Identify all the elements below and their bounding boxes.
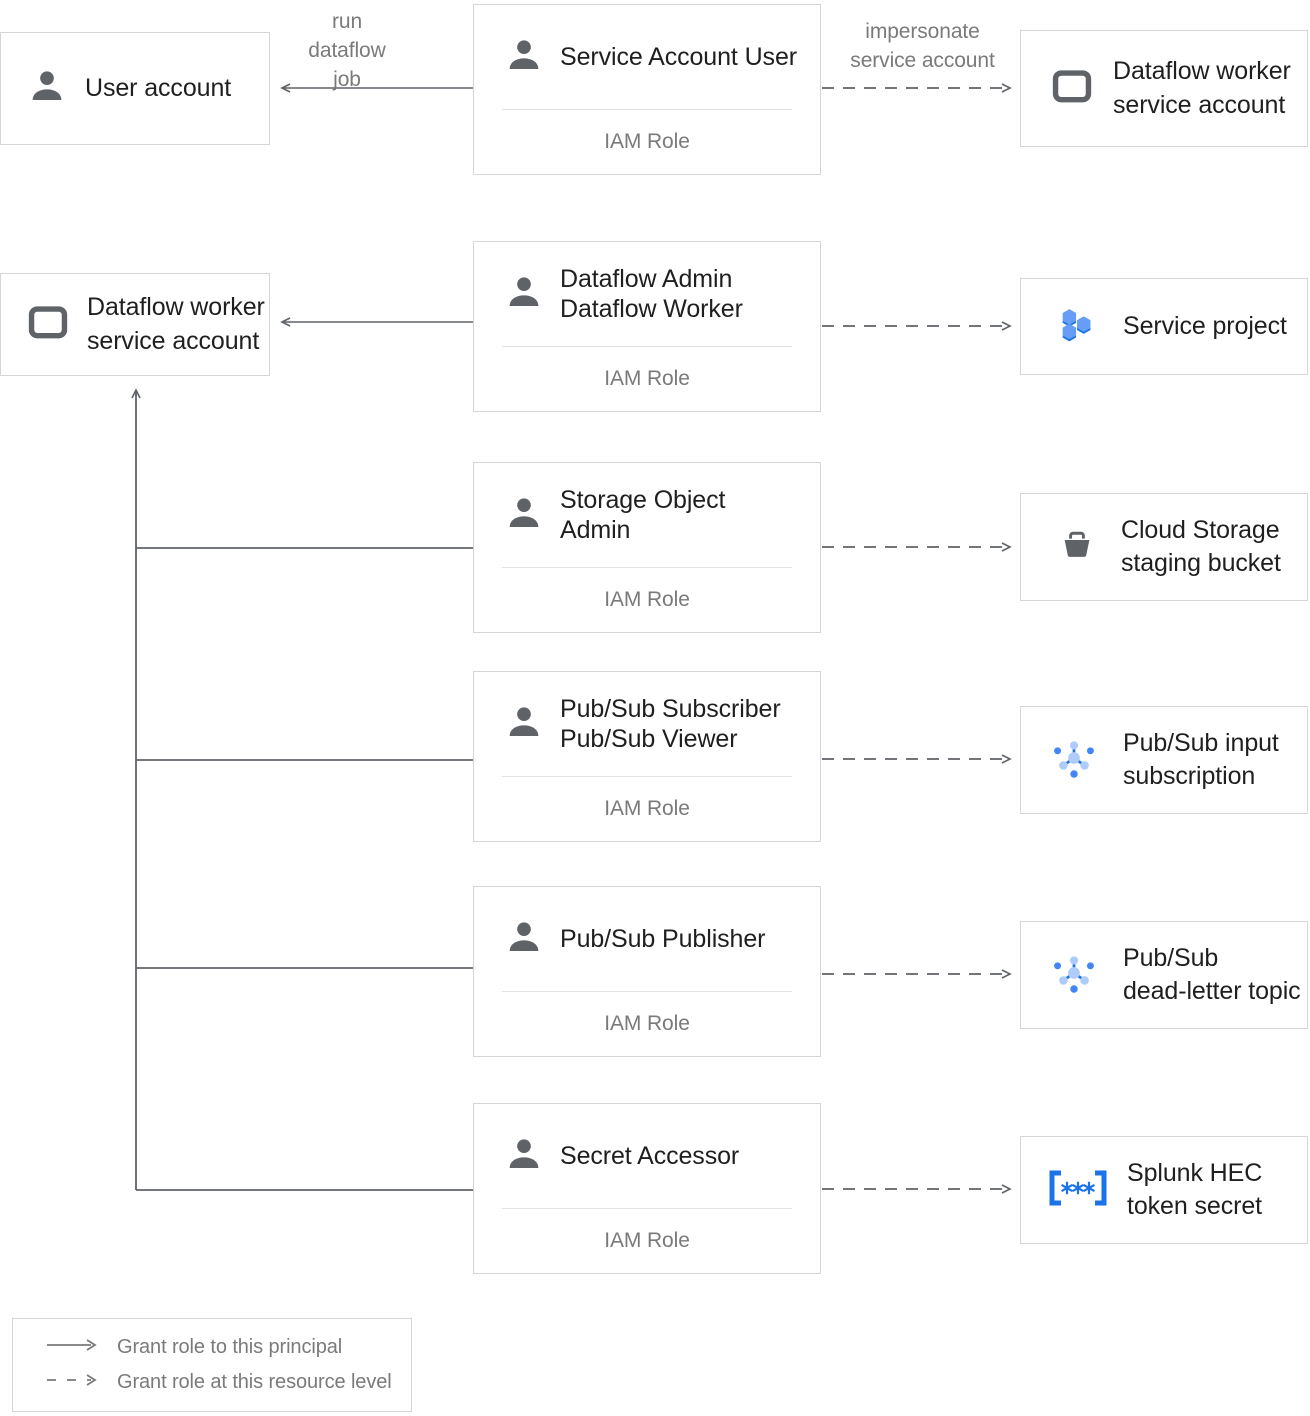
pubsub-icon [1047,731,1101,790]
person-icon [504,917,544,962]
node-label: User account [85,73,232,102]
node-dataflow-worker-service-account[interactable]: Dataflow worker service account [0,273,270,376]
node-pubsub-input-subscription[interactable]: Pub/Sub input subscription [1020,706,1308,814]
role-divider [502,776,792,777]
role-footer-label: IAM Role [604,797,690,820]
pubsub-icon [1047,946,1101,1005]
person-icon [504,35,544,80]
role-card-secret-accessor[interactable]: Secret Accessor IAM Role [473,1103,821,1274]
role-footer-label: IAM Role [604,1012,690,1035]
secret-manager-icon [1047,1164,1109,1217]
node-label: Cloud Storage staging bucket [1121,515,1281,577]
role-name: Secret Accessor [560,1142,740,1170]
person-icon [504,272,544,317]
person-icon [504,702,544,747]
edge-label-run-dataflow-job: run dataflow job [308,10,386,91]
role-name: Service Account User [560,43,797,71]
role-footer-label: IAM Role [604,588,690,611]
role-name: Dataflow Admin Dataflow Worker [560,265,743,323]
project-hexagons-icon [1055,301,1101,352]
legend-label: Grant role at this resource level [117,1371,392,1393]
role-card-dataflow-admin-worker[interactable]: Dataflow Admin Dataflow Worker IAM Role [473,241,821,412]
role-footer-label: IAM Role [604,367,690,390]
role-divider [502,991,792,992]
legend-label: Grant role to this principal [117,1336,343,1358]
legend: Grant role to this principal Grant role … [12,1318,412,1412]
role-name: Storage Object Admin [560,486,726,544]
node-label: Dataflow worker service account [87,293,265,355]
service-account-icon [1051,65,1093,112]
role-divider [502,346,792,347]
role-divider [502,567,792,568]
role-footer-label: IAM Role [604,130,690,153]
role-divider [502,109,792,110]
node-label: Service project [1123,311,1287,340]
node-label: Pub/Sub dead-letter topic [1123,943,1301,1005]
person-icon [504,493,544,538]
person-icon [27,66,67,111]
role-footer-label: IAM Role [604,1229,690,1252]
node-cloud-storage-staging-bucket[interactable]: Cloud Storage staging bucket [1020,493,1308,601]
node-user-account[interactable]: User account [0,32,270,145]
role-name: Pub/Sub Publisher [560,925,766,953]
solid-arrow-icon [45,1337,99,1358]
legend-item-dashed: Grant role at this resource level [45,1371,411,1394]
role-card-storage-object-admin[interactable]: Storage Object Admin IAM Role [473,462,821,633]
role-divider [502,1208,792,1209]
role-card-pubsub-subscriber-viewer[interactable]: Pub/Sub Subscriber Pub/Sub Viewer IAM Ro… [473,671,821,842]
legend-item-solid: Grant role to this principal [45,1336,411,1359]
node-label: Splunk HEC token secret [1127,1158,1263,1220]
cloud-storage-bucket-icon [1055,523,1099,572]
edge-label-impersonate-service-account: impersonate service account [850,20,995,72]
person-icon [504,1134,544,1179]
node-label: Dataflow worker service account [1113,57,1291,119]
role-card-pubsub-publisher[interactable]: Pub/Sub Publisher IAM Role [473,886,821,1057]
node-label: Pub/Sub input subscription [1123,728,1279,790]
node-service-project[interactable]: Service project [1020,278,1308,375]
node-splunk-hec-token-secret[interactable]: Splunk HEC token secret [1020,1136,1308,1244]
node-dataflow-worker-service-account-resource[interactable]: Dataflow worker service account [1020,30,1308,147]
node-pubsub-dead-letter-topic[interactable]: Pub/Sub dead-letter topic [1020,921,1308,1029]
role-name: Pub/Sub Subscriber Pub/Sub Viewer [560,695,781,753]
role-card-service-account-user[interactable]: Service Account User IAM Role [473,4,821,175]
service-account-icon [27,301,69,348]
edge-trunk-to-worker-service-account [131,388,473,1191]
dashed-arrow-icon [45,1372,99,1393]
